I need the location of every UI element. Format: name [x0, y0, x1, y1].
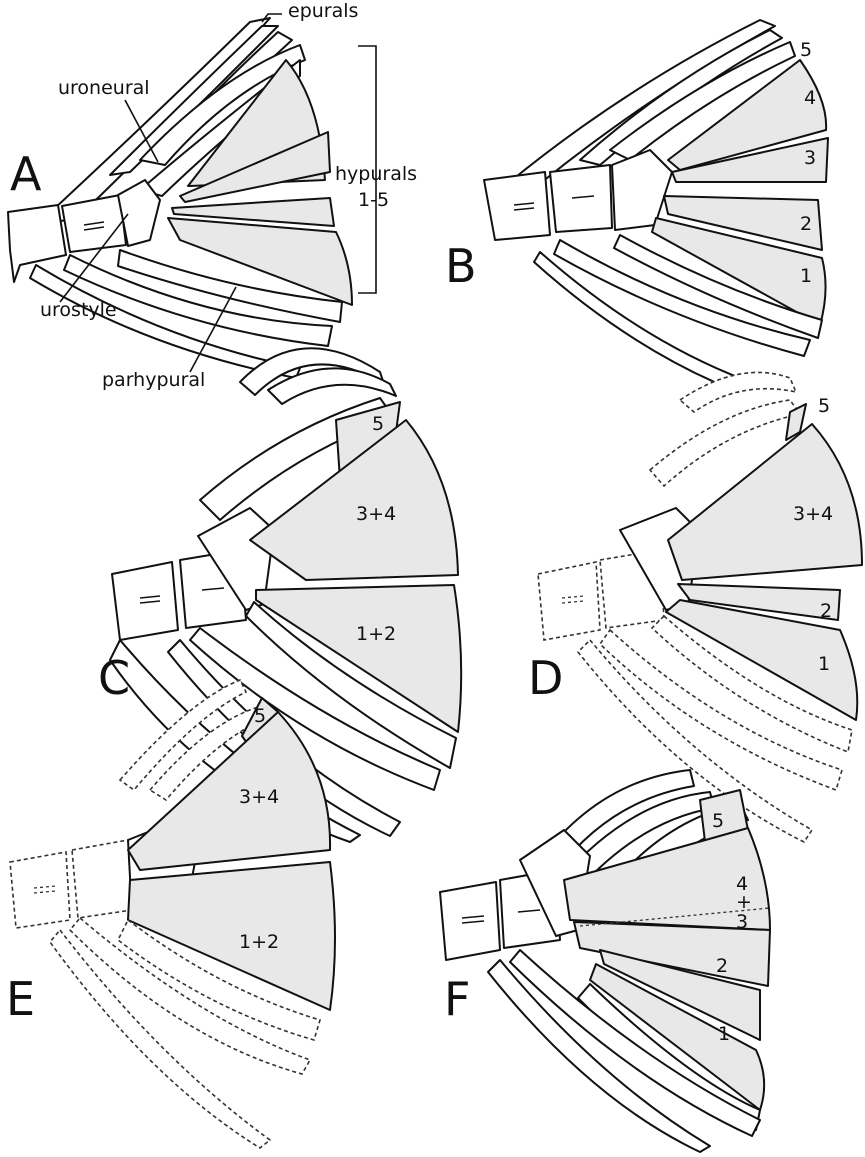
- panel-d: D 5 3+4 2 1: [528, 372, 862, 842]
- label-urostyle: urostyle: [40, 299, 117, 321]
- hypural-5-label-b: 5: [800, 39, 812, 61]
- hypural-34-label-e: 3+4: [239, 786, 279, 808]
- panel-label-d: D: [528, 651, 563, 705]
- panel-e: E 5 3+4 1+2: [6, 680, 335, 1148]
- hypural-34-label-d: 3+4: [793, 503, 833, 525]
- hypural-4-label-b: 4: [804, 87, 816, 109]
- panel-a: A epurals uroneural hypurals 1-5 urostyl…: [8, 0, 417, 391]
- hypural-plus-label-f: +: [736, 891, 752, 913]
- label-hypurals-range: 1-5: [358, 189, 389, 211]
- hypural-5-label-d: 5: [818, 395, 830, 417]
- hypural-12-label-e: 1+2: [239, 931, 279, 953]
- hypural-2-label-f: 2: [716, 955, 728, 977]
- label-parhypural: parhypural: [102, 369, 205, 391]
- hypural-5-label-f: 5: [712, 810, 724, 832]
- panel-label-f: F: [444, 972, 470, 1026]
- hypural-3-label-f: 3: [736, 911, 748, 933]
- label-uroneural: uroneural: [58, 77, 150, 99]
- hypural-1-label-d: 1: [818, 653, 830, 675]
- panel-label-e: E: [6, 972, 35, 1026]
- panel-label-c: C: [98, 651, 130, 705]
- hypural-5-label-e: 5: [254, 705, 266, 727]
- hypural-3-label-b: 3: [804, 147, 816, 169]
- panel-label-b: B: [445, 239, 477, 293]
- hypural-34-label-c: 3+4: [356, 503, 396, 525]
- hypural-2-label-d: 2: [820, 600, 832, 622]
- panel-f: F 5 4 + 3 2 1: [440, 770, 770, 1152]
- hypural-12-label-c: 1+2: [356, 623, 396, 645]
- hypural-1-label-f: 1: [718, 1023, 730, 1045]
- label-hypurals: hypurals: [335, 163, 417, 185]
- hypural-1-label-b: 1: [800, 265, 812, 287]
- label-epurals: epurals: [288, 0, 358, 22]
- hypural-2-label-b: 2: [800, 213, 812, 235]
- panel-label-a: A: [10, 147, 42, 201]
- hypural-5-label-c: 5: [372, 413, 384, 435]
- panel-b: B 5 4 3 2 1: [445, 20, 828, 392]
